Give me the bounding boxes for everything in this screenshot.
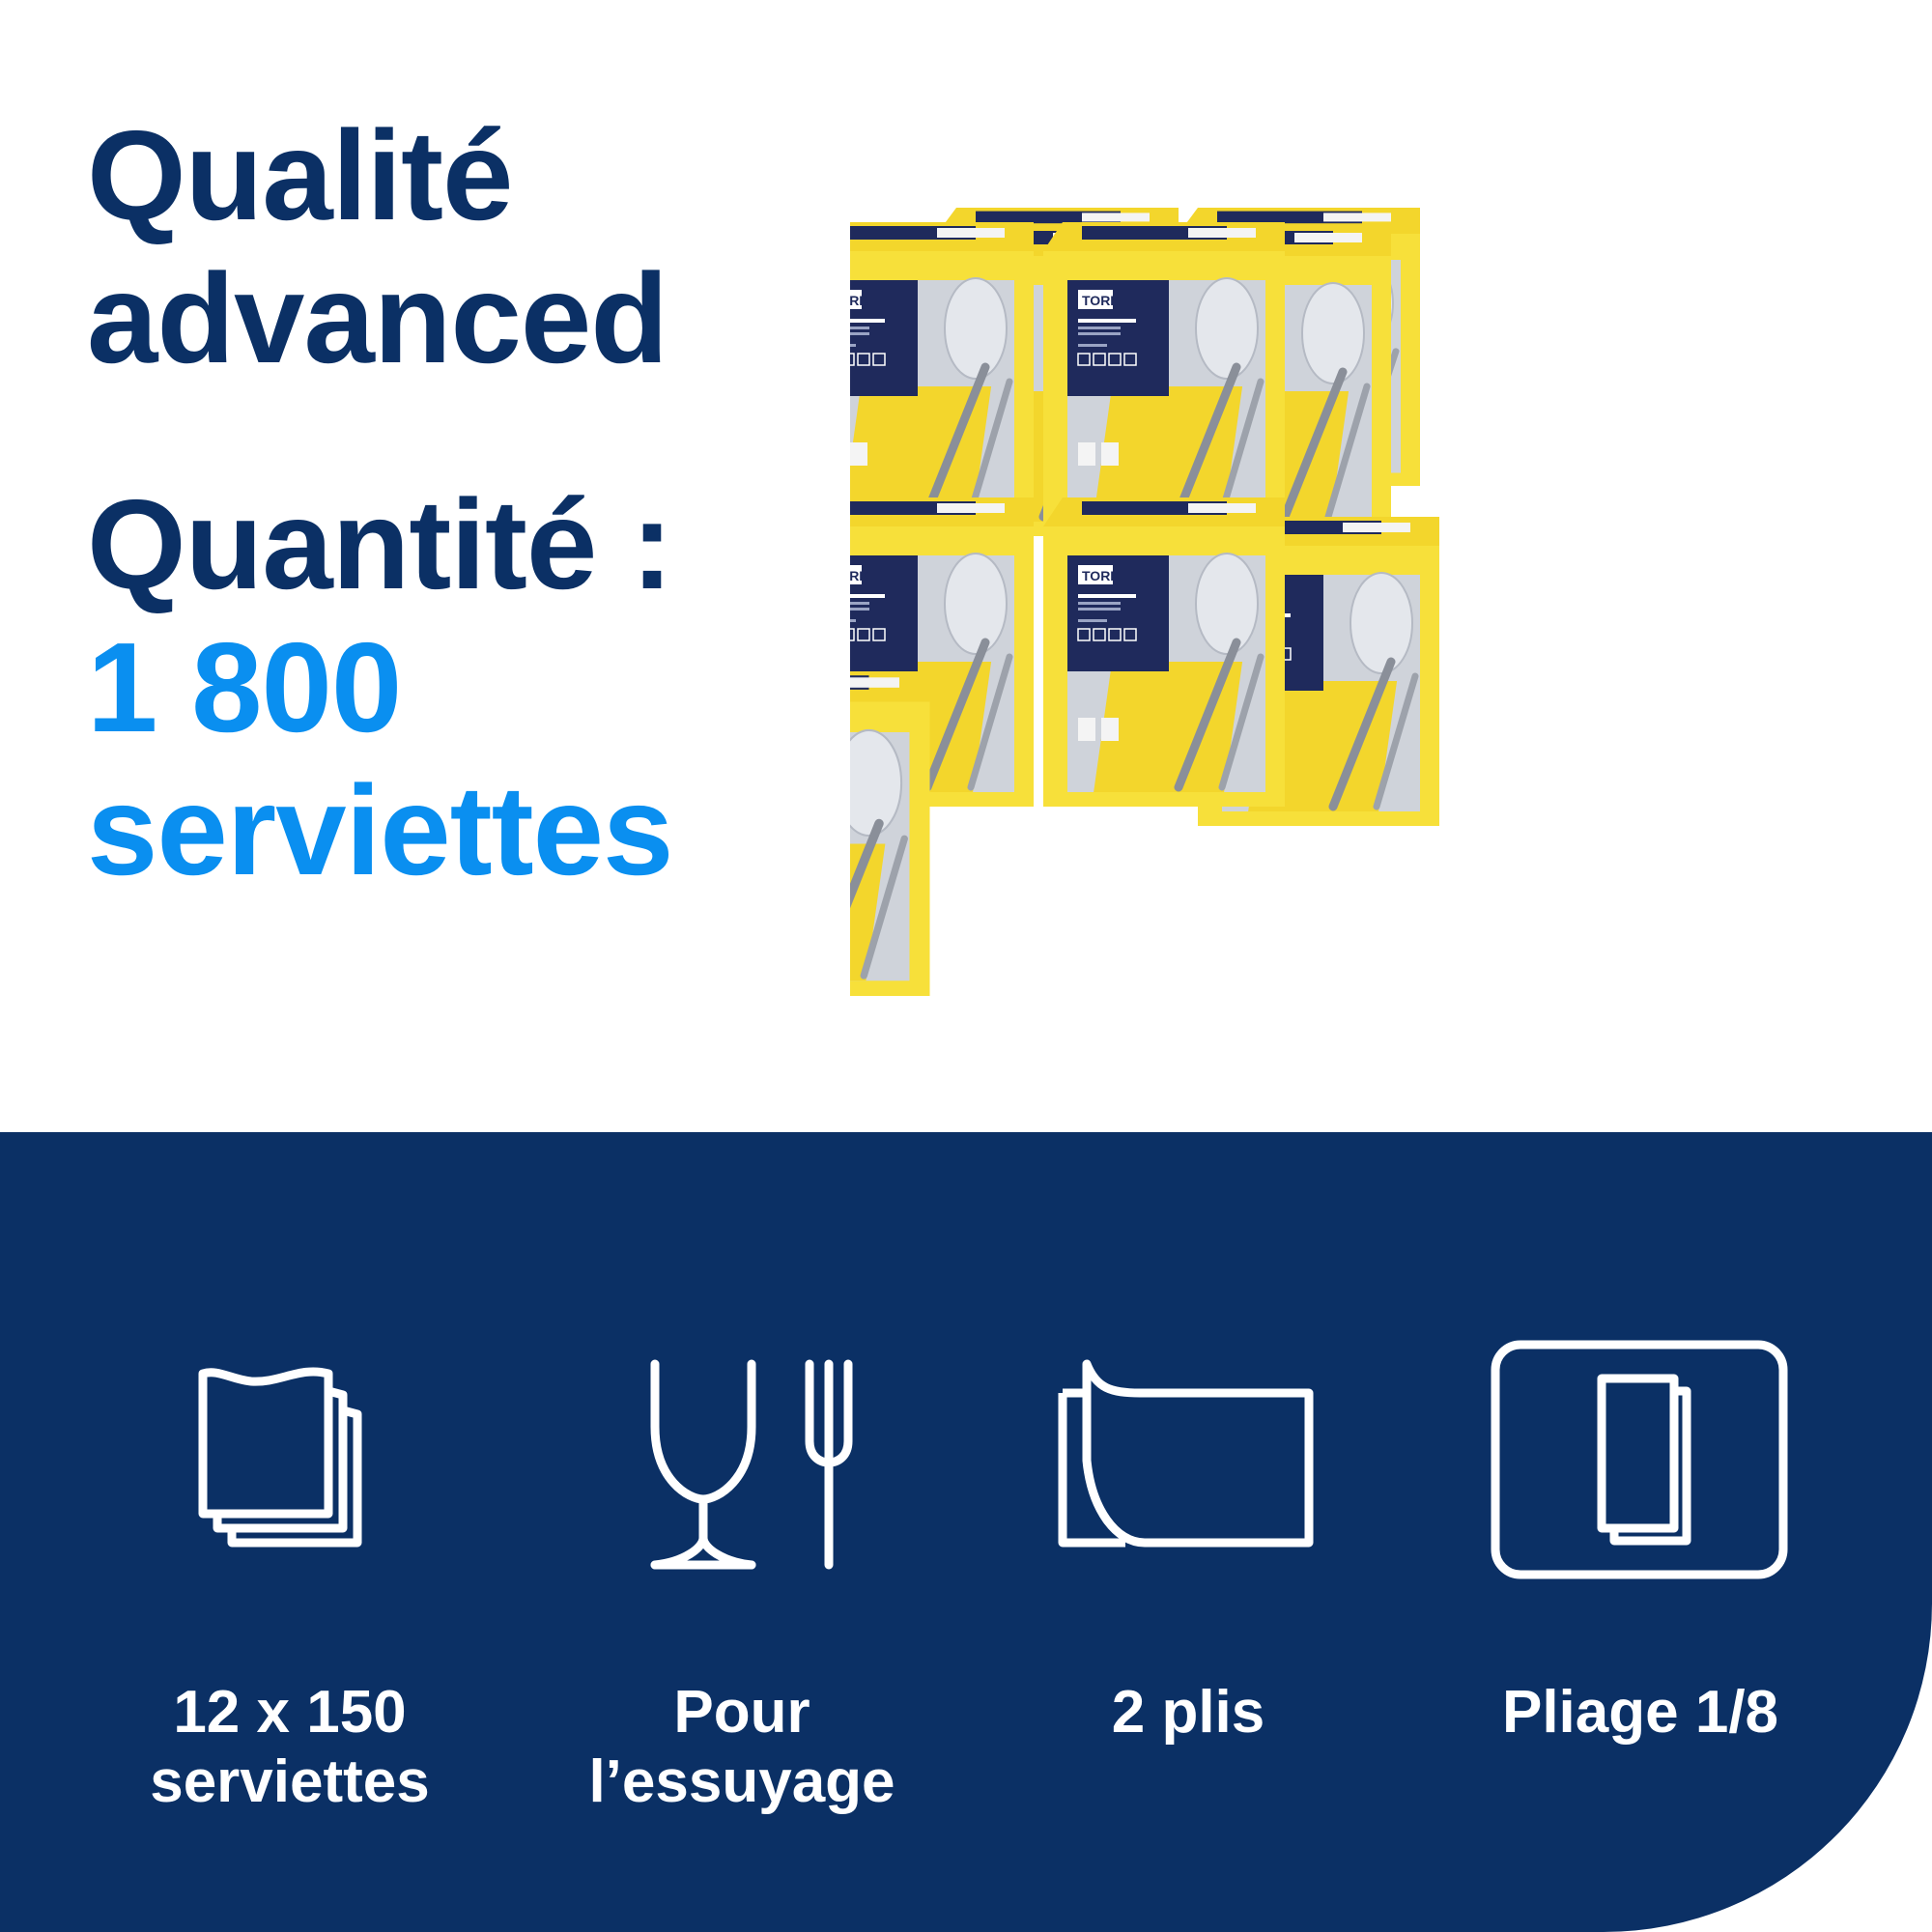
eighth-fold-icon: [1491, 1340, 1788, 1579]
feature-pack-count: 12 x 150 serviettes: [68, 1345, 512, 1817]
feature-ply: 2 plis: [966, 1345, 1410, 1747]
product-pack: [850, 222, 1034, 531]
feature-label: 12 x 150 serviettes: [150, 1679, 430, 1815]
headline-quality: Qualité: [87, 104, 513, 246]
headline-quantity-label: Quantité :: [87, 473, 673, 615]
feature-label: Pliage 1/8: [1501, 1679, 1779, 1746]
feature-label: Pour l’essuyage: [588, 1679, 895, 1815]
product-image: TORK: [850, 208, 1719, 1058]
product-pack-front: [850, 671, 930, 996]
headline: Qualité advanced Quantité : 1 800 servie…: [87, 104, 673, 902]
feature-food-safe: Pour l’essuyage: [520, 1345, 964, 1817]
headline-advanced: advanced: [87, 247, 668, 389]
headline-quantity-unit: serviettes: [87, 759, 673, 901]
feature-fold: Pliage 1/8: [1418, 1340, 1862, 1747]
features-band: 12 x 150 serviettes Pour l’essuyage 2 pl…: [0, 1132, 1932, 1932]
product-pack: [1043, 497, 1285, 807]
product-pack: [1043, 222, 1285, 531]
glass-and-fork-icon: [650, 1359, 853, 1570]
stacked-napkins-icon: [198, 1367, 362, 1548]
headline-quantity-value: 1 800: [87, 616, 402, 758]
feature-label: 2 plis: [1111, 1679, 1265, 1746]
two-ply-icon: [1058, 1359, 1314, 1548]
